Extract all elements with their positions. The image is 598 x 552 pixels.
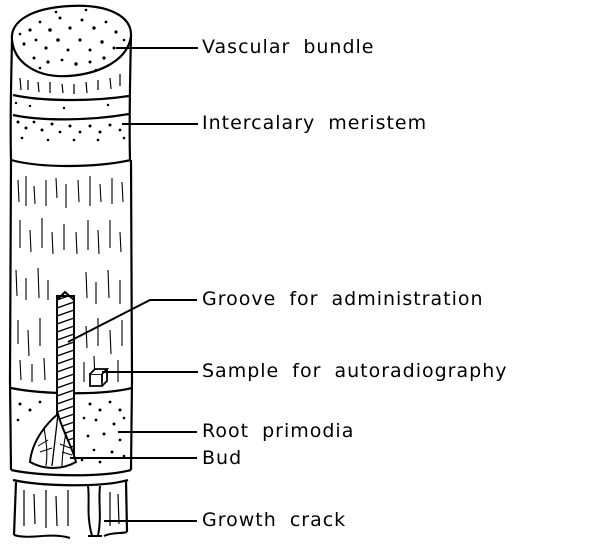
- label-sample-for-autoradiography: Sample for autoradiography: [202, 362, 507, 381]
- label-bud: Bud: [202, 449, 242, 468]
- top-cut-surface: [12, 6, 131, 76]
- label-groove-for-administration: Groove for administration: [202, 290, 484, 309]
- meristem-dots: [15, 102, 125, 142]
- label-root-primodia: Root primodia: [202, 422, 354, 441]
- label-vascular-bundle: Vascular bundle: [202, 38, 375, 57]
- label-intercalary-meristem: Intercalary meristem: [202, 114, 427, 133]
- label-growth-crack: Growth crack: [202, 511, 346, 530]
- fibres-upper: [20, 74, 120, 94]
- growth-crack: [14, 486, 127, 538]
